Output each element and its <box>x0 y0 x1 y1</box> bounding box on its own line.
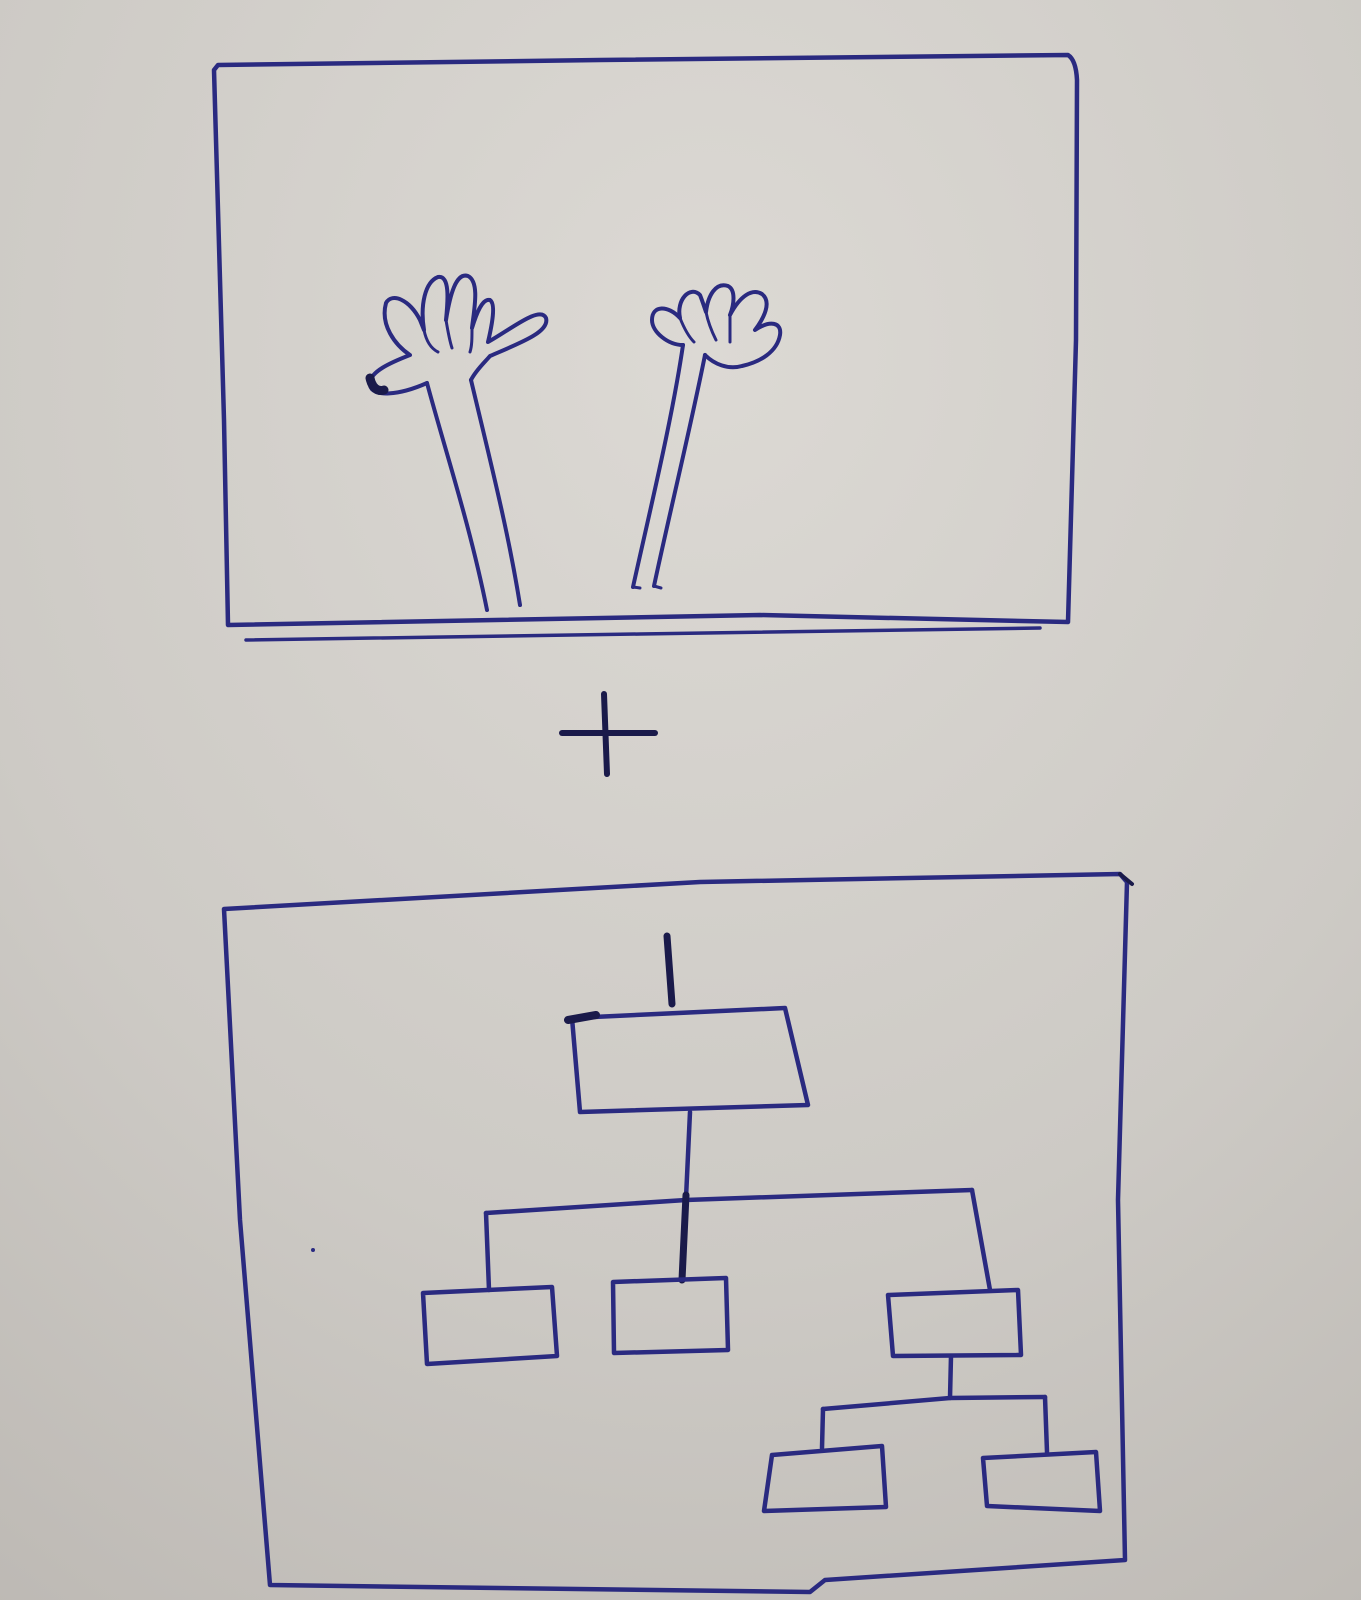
top-panel-frame <box>211 52 1080 628</box>
left-thumb-ink-blot <box>365 373 389 395</box>
tree-left-leaf-box <box>420 1284 560 1367</box>
left-hand <box>368 273 549 396</box>
right-arm-bottom <box>631 584 663 590</box>
stray-ink-dot <box>311 1248 315 1252</box>
tree-drop-middle <box>678 1191 690 1284</box>
bottom-panel-corner-mark <box>1118 872 1134 886</box>
tree-middle-leaf-box <box>610 1275 731 1356</box>
right-hand-finger-lines <box>678 310 732 344</box>
top-panel <box>211 52 1080 642</box>
tree-drop-bottom-right <box>1042 1394 1050 1455</box>
bottom-panel <box>221 871 1134 1595</box>
tree-level2-bus <box>820 1394 1048 1412</box>
tree-drop-bottom-left <box>819 1406 826 1451</box>
tree-root-box-ink-blot <box>564 1011 600 1024</box>
raised-hands-icon <box>365 273 783 612</box>
tree-root-incoming-line <box>663 932 676 1008</box>
tree-drop-left <box>483 1210 492 1293</box>
plus-vertical-stroke <box>601 691 610 777</box>
tree-root-box <box>569 1005 811 1115</box>
tree-right-node-box <box>885 1287 1024 1359</box>
tree-right-node-stem <box>947 1353 954 1401</box>
left-hand-finger-lines <box>422 318 474 354</box>
left-arm <box>425 378 522 612</box>
tree-drop-right <box>969 1187 993 1293</box>
tree-bottom-left-leaf-box <box>761 1443 889 1514</box>
top-panel-bottom-shadow-line <box>244 626 1042 642</box>
bottom-panel-frame <box>221 871 1130 1595</box>
right-hand <box>650 283 783 370</box>
hierarchy-tree <box>420 932 1103 1514</box>
tree-bottom-right-leaf-box <box>980 1449 1103 1514</box>
tree-root-stem <box>683 1109 693 1201</box>
plus-icon <box>559 691 658 777</box>
right-arm <box>631 343 707 589</box>
